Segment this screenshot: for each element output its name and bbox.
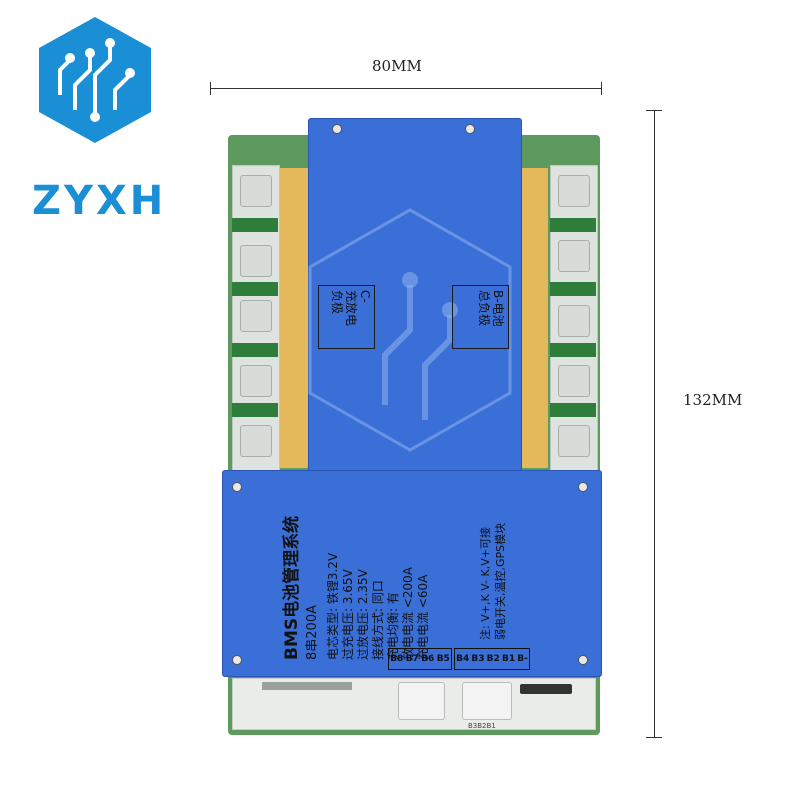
terminal-pad [558,175,590,207]
spec-line: 充电均衡: 有 [386,592,400,660]
spec-line: 电芯类型: 铁锂3.2V [326,552,340,660]
brand-logo [35,15,155,145]
pin-header [520,684,572,694]
pcb-band [550,403,596,417]
terminal-pad [240,245,272,277]
spec-line: 充电电流 <60A [416,574,430,660]
terminal-pad [240,175,272,207]
terminal-pad [558,425,590,457]
height-dimension-tick-bottom [646,737,662,738]
pcb-band [232,343,278,357]
mount-hole [465,124,475,134]
spec-line: 放电电流 <200A [401,567,415,660]
pcb-silkscreen-code: B3B2B1 [468,722,496,730]
bms-title: BMS电池管理系统 [282,515,302,660]
width-dimension-label: 80MM [372,57,422,75]
copper-busbar-right [518,168,548,468]
copper-busbar-left [280,168,310,468]
balance-label-box-left: B8 B7 B6 B5 [388,648,452,670]
pcb-band [550,282,596,296]
note-line: 弱电开关,温控,GPS模块 [494,522,507,640]
balance-label-box-right: B4 B3 B2 B1 B- [454,648,530,670]
height-dimension-line [654,110,655,738]
balance-label: B3 [471,654,485,664]
terminal-pad [240,300,272,332]
mount-hole [232,655,242,665]
top-heatsink-cover [308,118,522,485]
charge-discharge-negative-label-box [318,285,375,349]
pcb-component-row [262,682,352,690]
bottom-heatsink-cover [222,470,602,677]
spec-line: 过充电压: 3.65V [341,569,355,660]
balance-label: B8 [390,654,404,664]
notes-block: 注: V+,K V- K,V+可接 弱电开关,温控,GPS模块 [478,470,538,640]
mount-hole [332,124,342,134]
pcb-band [550,343,596,357]
width-dimension-tick-left [210,82,211,95]
width-dimension-tick-right [601,82,602,95]
balance-label: B1 [501,654,516,664]
width-dimension-line [210,88,602,89]
terminal-pad [558,240,590,272]
watermark-hexagon-icon [308,208,512,452]
spec-title: 8串200A [305,605,320,660]
mount-hole [232,482,242,492]
height-dimension-tick-top [646,110,662,111]
brand-name: ZYXH [32,178,167,224]
balance-connector-left [398,682,445,720]
mount-hole [578,482,588,492]
terminal-pad [558,305,590,337]
pcb-band [232,403,278,417]
balance-label: B5 [436,654,450,664]
pcb-band [232,218,278,232]
terminal-pad [558,365,590,397]
spec-line: 过放电压: 2.35V [356,569,370,660]
spec-line: 接线方式: 同口 [371,580,385,660]
battery-negative-label-box [452,285,509,349]
terminal-pad [240,365,272,397]
mount-hole [578,655,588,665]
note-line: 注: V+,K V- K,V+可接 [479,527,492,640]
balance-label: B7 [405,654,419,664]
balance-label: B2 [486,654,500,664]
circuit-hexagon-icon [39,17,151,143]
balance-label: B4 [456,654,470,664]
charge-discharge-negative-label: C- 充放电 负极 [330,290,372,327]
balance-connector-right [462,682,512,720]
battery-negative-label: B-电池 总负极 [477,290,505,327]
balance-label: B- [517,654,528,664]
balance-label: B6 [421,654,435,664]
terminal-pad [240,425,272,457]
pcb-band [232,282,278,296]
pcb-band [550,218,596,232]
height-dimension-label: 132MM [683,391,743,409]
